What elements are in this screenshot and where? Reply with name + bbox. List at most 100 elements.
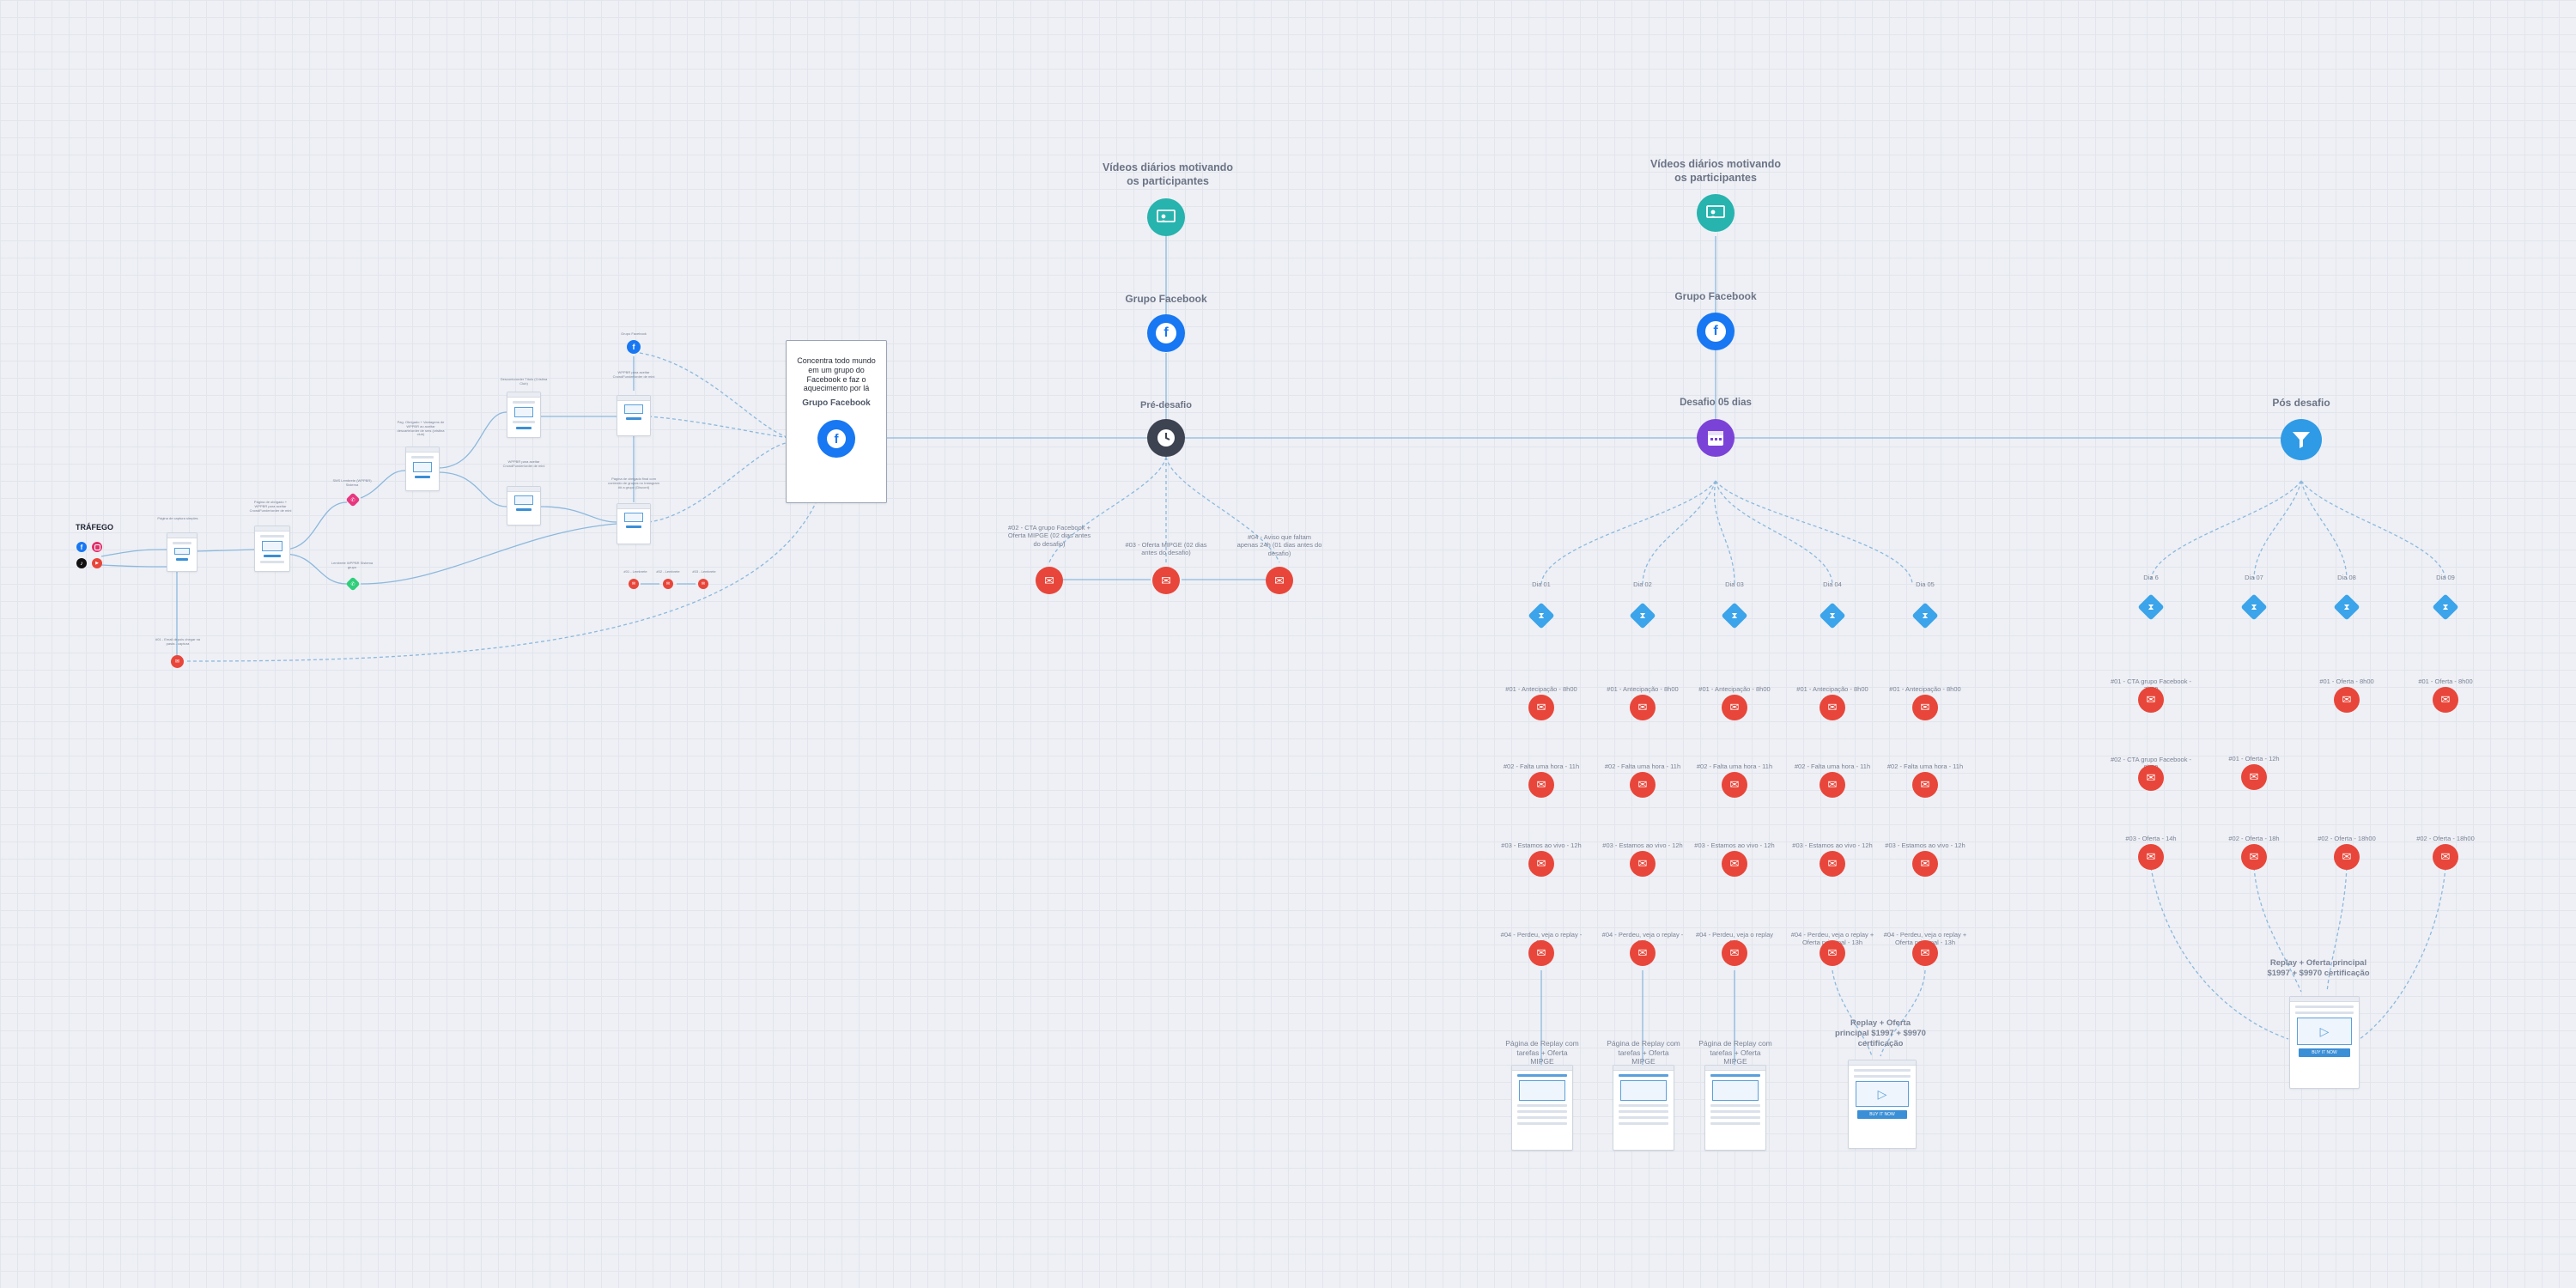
edge-dashed	[2253, 480, 2302, 580]
email-icon[interactable]: ✉	[1912, 851, 1938, 877]
wppbr-accept-label: WPPBR para aceitar CrowdFunder/order de …	[612, 370, 655, 379]
day-label: Dia 04	[1823, 580, 1842, 588]
edge-dashed	[1048, 456, 1167, 563]
capture-page[interactable]	[167, 532, 197, 572]
email-icon[interactable]: ✉	[2241, 844, 2267, 870]
facebook-icon[interactable]: f	[1697, 313, 1735, 350]
email-icon[interactable]: ✉	[1528, 772, 1554, 798]
email-icon[interactable]: ✉	[1630, 772, 1656, 798]
facebook-icon[interactable]: f	[76, 542, 87, 552]
edge	[437, 471, 507, 507]
email-label: #01 - Antecipação - 8h00	[1889, 685, 1961, 693]
facebook-icon[interactable]: f	[1147, 314, 1185, 352]
facebook-group-box[interactable]: Concentra todo mundo em um grupo do Face…	[786, 340, 887, 503]
buy-button[interactable]: BUY IT NOW	[2299, 1048, 2350, 1057]
edge	[437, 411, 507, 469]
email-icon[interactable]: ✉	[1912, 695, 1938, 720]
pag-obrigado-page[interactable]	[405, 447, 440, 491]
wppbr-decline-page[interactable]	[507, 486, 541, 526]
conversion-page[interactable]	[617, 503, 651, 544]
email-icon[interactable]: ✉	[1630, 695, 1656, 720]
edge-dashed	[1715, 480, 1913, 585]
email-label: #02 - Falta uma hora - 11h	[1604, 762, 1681, 770]
email-icon[interactable]: ✉	[1820, 940, 1845, 966]
email-icon[interactable]: ✉	[1528, 695, 1554, 720]
email-icon[interactable]: ✉	[1912, 772, 1938, 798]
email-label: #02 - Falta uma hora - 11h	[1503, 762, 1580, 770]
upsell-page-label: Desconto/order Título (Cristina Club)	[500, 377, 548, 386]
hourglass-icon: ⧗	[2343, 602, 2350, 612]
email-label: #02 - Oferta - 18h	[2228, 835, 2280, 842]
instagram-icon[interactable]	[92, 542, 102, 552]
whatsapp-node[interactable]: ✆	[345, 576, 361, 592]
condition-node[interactable]: ⧗	[1629, 602, 1656, 629]
email-icon[interactable]: ✉	[1820, 772, 1845, 798]
box-text: Concentra todo mundo em um grupo do Face…	[797, 356, 876, 393]
upsell-page[interactable]	[507, 392, 541, 438]
replay-page-label: Página de Replay com tarefas + Oferta MI…	[1698, 1039, 1772, 1066]
hourglass-icon: ⧗	[2442, 602, 2449, 612]
email-icon[interactable]: ✉	[2433, 844, 2458, 870]
email-label: #03 - Estamos ao vivo - 12h	[1501, 841, 1582, 849]
email-icon[interactable]: ✉	[1722, 940, 1747, 966]
email-icon[interactable]: ✉	[171, 655, 184, 668]
clock-icon[interactable]	[1147, 419, 1185, 457]
email-icon[interactable]: ✉	[1820, 851, 1845, 877]
facebook-icon[interactable]: f	[817, 420, 855, 458]
email-icon[interactable]: ✉	[2138, 765, 2164, 791]
edge-dashed	[1540, 480, 1716, 585]
email-icon[interactable]: ✉	[2334, 844, 2360, 870]
email-icon[interactable]: ✉	[663, 579, 673, 589]
tiktok-icon[interactable]: ♪	[76, 558, 87, 568]
buy-button[interactable]: BUY IT NOW	[1857, 1110, 1907, 1119]
presentation-icon[interactable]	[1147, 198, 1185, 236]
thanks-page[interactable]	[254, 526, 290, 572]
email-icon[interactable]: ✉	[2241, 764, 2267, 790]
condition-node[interactable]: ⧗	[1911, 602, 1939, 629]
email-icon[interactable]: ✉	[698, 579, 708, 589]
email-icon[interactable]: ✉	[2334, 687, 2360, 713]
email-icon[interactable]: ✉	[1036, 567, 1063, 594]
challenge-videos-label: Vídeos diários motivando os participante…	[1649, 158, 1782, 184]
replay-page[interactable]	[1613, 1065, 1674, 1151]
replay-page[interactable]	[1511, 1065, 1573, 1151]
email-icon[interactable]: ✉	[1722, 772, 1747, 798]
email-icon[interactable]: ✉	[1266, 567, 1293, 594]
condition-node[interactable]: ⧗	[2432, 593, 2459, 621]
condition-node[interactable]: ⧗	[2240, 593, 2268, 621]
condition-node[interactable]: ⧗	[2333, 593, 2360, 621]
email-icon[interactable]: ✉	[1630, 940, 1656, 966]
funnel-icon[interactable]	[2281, 419, 2322, 460]
edge	[283, 501, 348, 550]
email-icon[interactable]: ✉	[1912, 940, 1938, 966]
condition-node[interactable]: ⧗	[2137, 593, 2165, 621]
email-icon[interactable]: ✉	[2138, 687, 2164, 713]
condition-node[interactable]: ⧗	[1528, 602, 1555, 629]
post-offer-page[interactable]: ▷ BUY IT NOW	[2289, 996, 2360, 1089]
email-icon[interactable]: ✉	[2433, 687, 2458, 713]
email-icon[interactable]: ✉	[1630, 851, 1656, 877]
condition-node[interactable]: ⧗	[1819, 602, 1846, 629]
email-label: #03 - Estamos ao vivo - 12h	[1602, 841, 1683, 849]
replay-page[interactable]	[1704, 1065, 1766, 1151]
email-icon[interactable]: ✉	[1528, 851, 1554, 877]
edge-dashed	[2150, 480, 2302, 580]
email-icon[interactable]: ✉	[2138, 844, 2164, 870]
youtube-icon[interactable]: ▶	[92, 558, 102, 568]
presentation-icon[interactable]	[1697, 194, 1735, 232]
email-icon[interactable]: ✉	[1820, 695, 1845, 720]
condition-node[interactable]: ⧗	[1721, 602, 1748, 629]
email-label: #01 - Antecipação - 8h00	[1796, 685, 1868, 693]
email-icon[interactable]: ✉	[1722, 851, 1747, 877]
traffic-title: TRÁFEGO	[76, 523, 113, 532]
sms-node[interactable]: ✆	[345, 492, 361, 507]
email-icon[interactable]: ✉	[1528, 940, 1554, 966]
facebook-group-icon[interactable]: f	[627, 340, 641, 354]
wppbr-accept-page[interactable]	[617, 395, 651, 436]
offer-page[interactable]: ▷ BUY IT NOW	[1848, 1060, 1917, 1149]
email-icon[interactable]: ✉	[1722, 695, 1747, 720]
email-icon[interactable]: ✉	[629, 579, 639, 589]
calendar-icon[interactable]	[1697, 419, 1735, 457]
email-icon[interactable]: ✉	[1152, 567, 1180, 594]
